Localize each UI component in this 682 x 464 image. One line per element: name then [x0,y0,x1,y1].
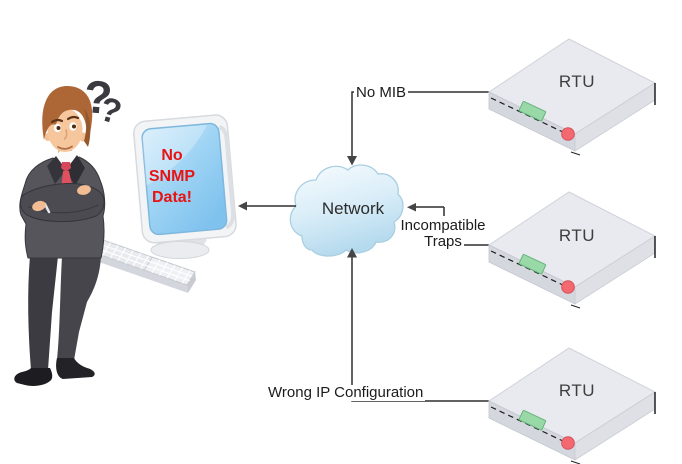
screen-message-line-3: Data! [151,189,192,206]
arrowhead-down-into-cloud [347,156,357,166]
person-left-hand [32,200,46,212]
person-lapel-left [47,156,66,184]
line-wrong-ip [351,257,489,402]
rtu-device-2 [487,191,657,309]
keyboard-front-edge [95,253,188,293]
keyboard-key-rows [98,244,193,280]
network-cloud-label: Network [321,199,385,218]
person-left-leg [28,256,58,370]
monitor-illustration [133,114,237,259]
person-right-leg [57,256,101,360]
rtu-1-label: RTU [558,72,596,91]
rtu-green-port [518,410,547,431]
person-pupil-left [56,126,61,130]
person-pupil-right [72,124,76,129]
rtu-3-label: RTU [558,381,596,400]
connection-label-incompatible: Incompatible [400,217,486,234]
line-no-mib [351,91,489,156]
person-brow-left [50,118,64,124]
person-shirt [56,151,77,170]
screen-message-line-1: No [161,147,183,164]
connection-lines [243,91,489,402]
monitor-side-shading [218,124,236,230]
monitor-screen [141,122,228,236]
keyboard-key-columns [103,243,191,284]
arrowhead-left-into-cloud [407,203,416,212]
rtu-bottom-tick [570,151,581,156]
person-lapel-right [66,155,85,186]
person-mouth [57,145,73,150]
connection-label-wrong-ip: Wrong IP Configuration [266,384,426,401]
screen-message-line-2: SNMP [148,168,196,185]
monitor-screen-message: No SNMP Data! [132,145,212,208]
screen-glare [142,124,208,186]
person-brow-right [66,115,80,121]
keyboard-illustration [95,240,196,293]
person-right-shoe [56,358,95,379]
network-cloud [289,164,404,257]
keyboard-right-edge [187,272,196,293]
person-tie-knot [61,162,71,172]
person-left-shoe [14,368,53,386]
person-hair-side [84,108,91,147]
rtu-led [561,436,575,450]
rtu-device-1 [487,38,657,156]
person-nose [63,129,68,140]
arrowheads [238,156,416,258]
arrowhead-up-into-cloud [347,248,357,258]
person-right-hand [77,185,91,195]
rtu-2-label: RTU [558,226,596,245]
person-illustration [14,86,106,386]
rtu-led [561,280,575,294]
monitor-base [150,241,210,259]
rtu-bottom-tick [570,304,581,309]
person-hair [42,86,93,143]
connection-label-traps: Traps [424,233,462,250]
arrowhead-left-into-monitor [238,201,247,211]
rtu-device-3 [487,347,657,464]
rtu-green-port [518,101,547,122]
rtu-green-port [518,254,547,275]
rtu-led [561,127,575,141]
line-incompatible-traps [412,206,489,246]
connection-label-no-mib: No MIB [354,84,409,101]
cloud-shape [289,164,404,257]
